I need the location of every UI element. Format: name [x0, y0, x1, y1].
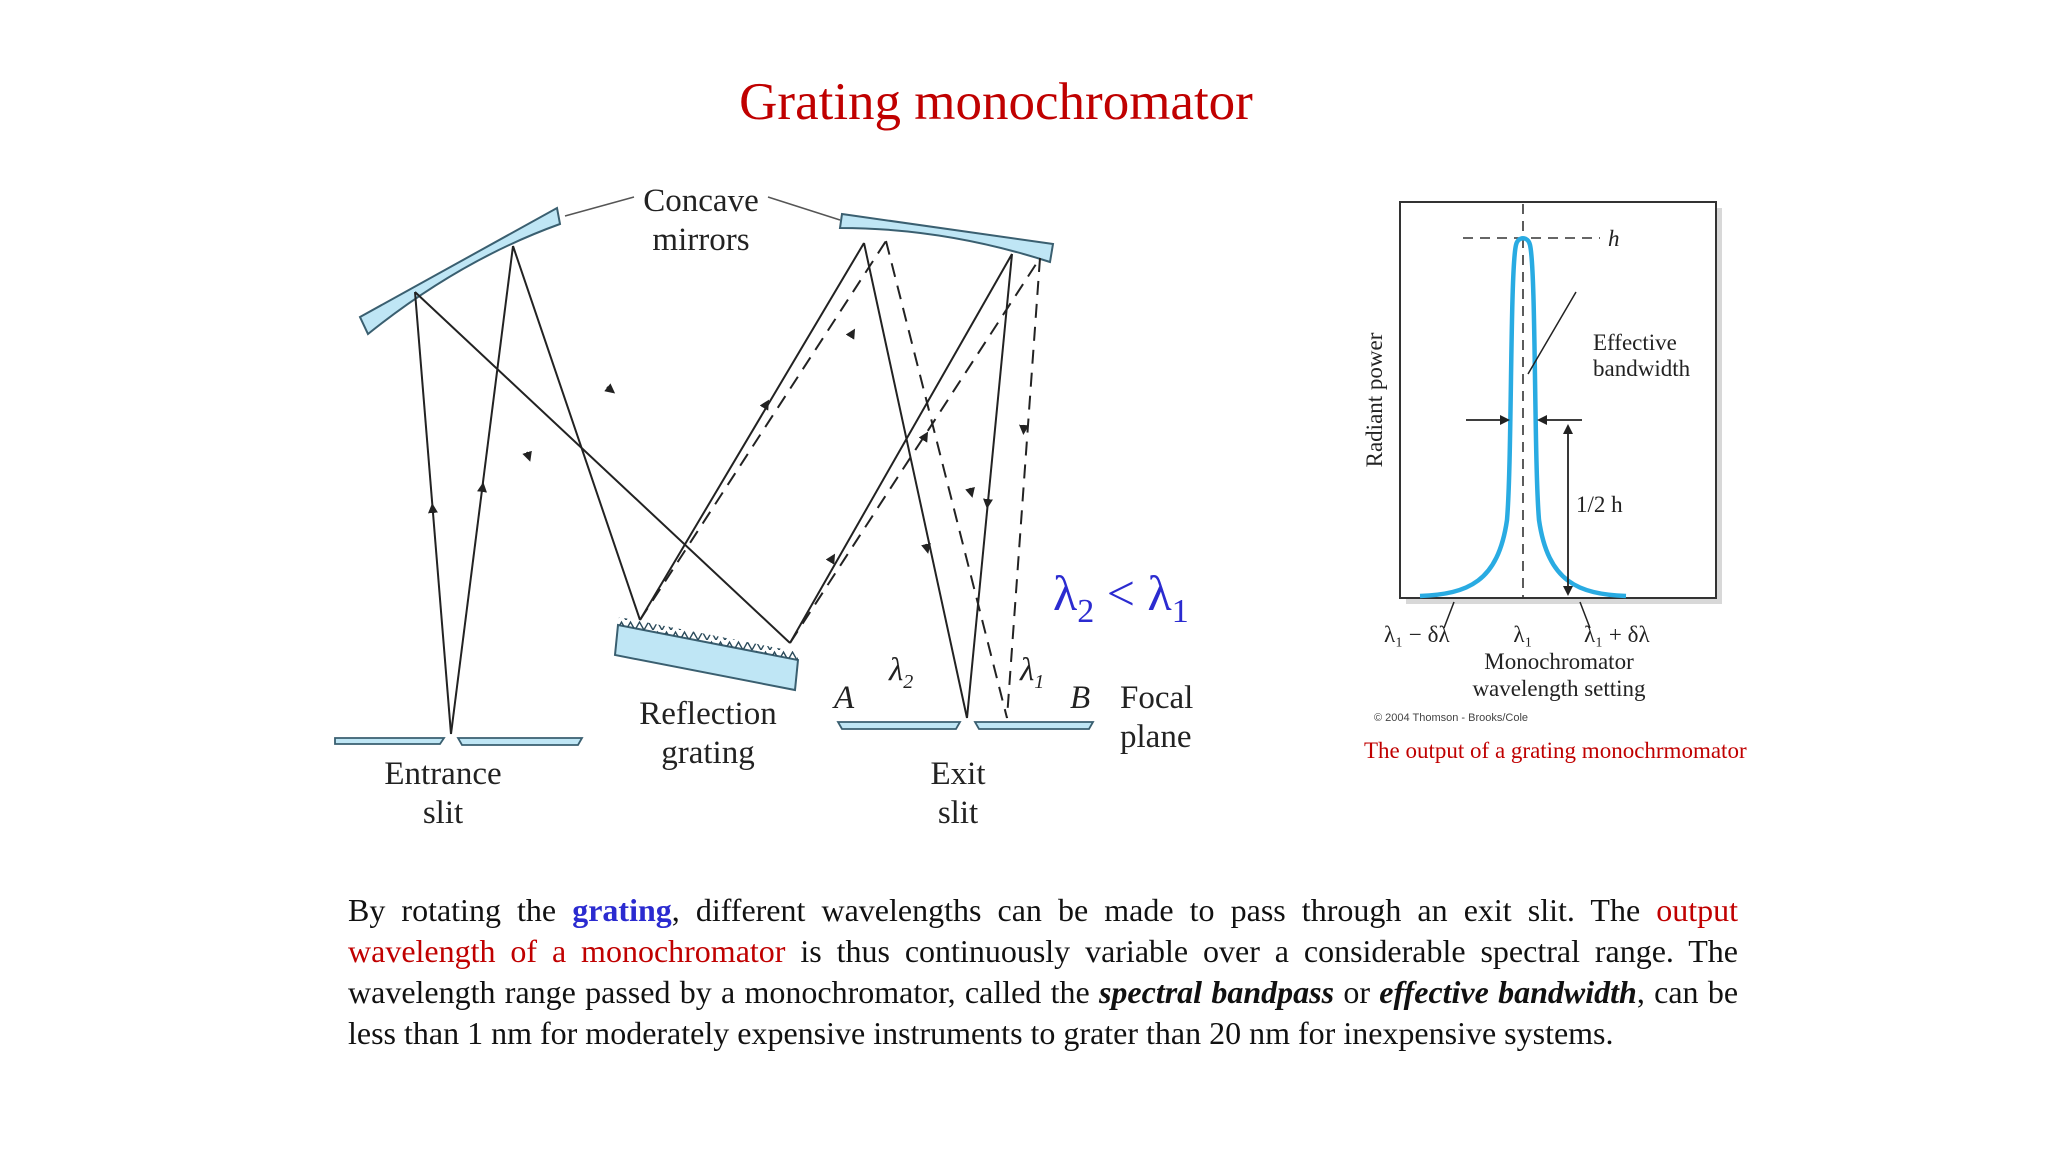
- reflection-grating-label-line1: Reflection: [639, 696, 776, 732]
- body-text-segment: or: [1334, 974, 1380, 1010]
- reflection-grating-label-line2: grating: [661, 735, 754, 771]
- entrance-slit-label-line1: Entrance: [384, 756, 501, 792]
- left-tick-label: λ₁ − δλ: [1384, 622, 1450, 647]
- effective-bandwidth-label-line1: Effective: [1593, 330, 1677, 355]
- point-b-label: B: [1070, 680, 1090, 716]
- light-rays: [414, 240, 1041, 735]
- x-axis-label-line1: Monochromator: [1484, 649, 1634, 674]
- peak-label: h: [1608, 226, 1620, 251]
- chart-caption: The output of a grating monochrmomator: [1364, 738, 1747, 763]
- half-height-label: 1/2 h: [1576, 492, 1623, 517]
- left-tick-leader: [1443, 601, 1455, 629]
- center-tick-label: λ₁: [1513, 622, 1532, 647]
- body-text-segment: , can be less than 1 nm for moderately e…: [348, 974, 1739, 1051]
- bandwidth-leader-line: [1527, 291, 1577, 375]
- copyright-notice: © 2004 Thomson - Brooks/Cole: [1374, 712, 1528, 724]
- entrance-slit: [334, 737, 584, 746]
- monochromator-diagram: Concave mirrors Reflection grating Entra…: [334, 183, 1193, 831]
- focal-plane-label-line2: plane: [1120, 719, 1191, 755]
- right-tick-label: λ₁ + δλ: [1584, 622, 1650, 647]
- body-paragraph: By rotating the grating, different wavel…: [348, 890, 1738, 1054]
- entrance-slit-label-line2: slit: [423, 795, 463, 831]
- right-tick-leader: [1579, 601, 1591, 629]
- point-a-label: A: [832, 680, 855, 716]
- y-axis-label: Radiant power: [1362, 332, 1387, 467]
- left-concave-mirror: [358, 206, 562, 336]
- exit-slit-label-line1: Exit: [931, 756, 986, 792]
- chart-frame: [1399, 201, 1717, 599]
- concave-mirrors-label-line1: Concave: [643, 183, 758, 219]
- x-axis-label-line2: wavelength setting: [1472, 676, 1646, 701]
- focal-plane-label-line1: Focal: [1120, 680, 1193, 716]
- exit-slit-label-line2: slit: [938, 795, 978, 831]
- bandwidth-chart: Radiant power h Effective bandwidth 1/2 …: [1362, 201, 1722, 724]
- body-text-segment: By rotating the: [348, 892, 573, 928]
- right-concave-mirror: [838, 212, 1055, 264]
- body-text-segment: , different wavelengths can be made to p…: [671, 892, 1657, 928]
- slide-title: Grating monochromator: [739, 73, 1253, 131]
- reflection-grating: [613, 617, 800, 692]
- grating-emphasis: grating: [572, 892, 672, 928]
- wavelength-comparison: λ2 < λ1: [1053, 565, 1189, 630]
- mirror-leader-lines: [564, 196, 841, 221]
- bandpass-curve: [1419, 236, 1627, 599]
- exit-slit: [836, 721, 1095, 730]
- effective-bandwidth-term: effective bandwidth: [1379, 974, 1637, 1010]
- spectral-bandpass-term: spectral bandpass: [1098, 974, 1335, 1010]
- concave-mirrors-label-line2: mirrors: [652, 222, 749, 258]
- body-text-segment: is thus continuously variable over a con…: [348, 933, 1739, 1010]
- output-wavelength-emphasis: output wavelength of a monochromator: [348, 892, 1739, 969]
- effective-bandwidth-label-line2: bandwidth: [1593, 356, 1691, 381]
- lambda2-label: λ2: [888, 652, 913, 693]
- lambda1-label: λ1: [1019, 652, 1044, 693]
